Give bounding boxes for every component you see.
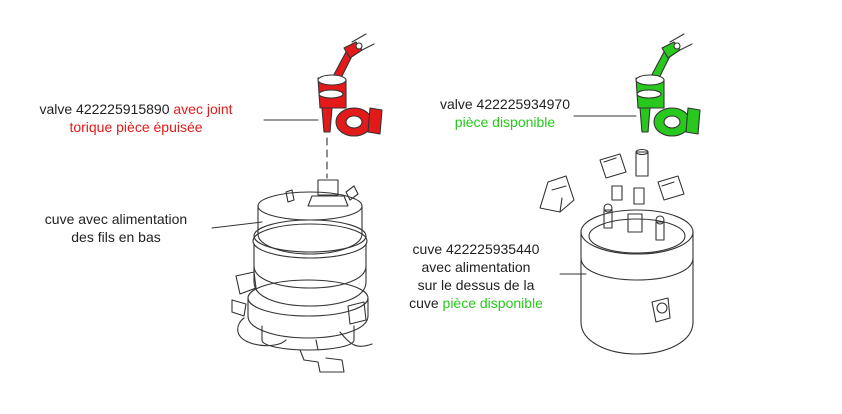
old-tank-label: cuve avec alimentation des fils en bas [28,210,204,246]
new-valve-line1: valve 422225934970 [439,96,570,112]
old-valve-illustration [317,33,383,179]
leader-lines [211,115,637,275]
new-valve-illustration [635,33,701,137]
new-tank-line4-prefix: cuve [409,295,443,311]
new-valve-line2-highlight: pièce disponible [454,114,556,130]
new-valve-label: valve 422225934970 pièce disponible [424,95,586,131]
old-tank-line1: cuve avec alimentation [44,211,188,227]
new-tank-illustration [580,203,694,355]
new-tank-line4-highlight: pièce disponible [442,295,543,311]
old-valve-line1-highlight: avec joint [173,101,233,117]
old-tank-line2: des fils en bas [71,229,161,245]
new-tank-line3: sur le dessus de la [417,277,535,293]
old-valve-label: valve 422225915890 avec joint torique pi… [24,100,248,136]
old-valve-line1-prefix: valve 422225915890 [39,101,174,117]
old-tank-illustration [231,179,373,373]
new-tank-line2: avec alimentation [421,259,531,275]
old-valve-line2-highlight: torique pièce épuisée [69,119,203,135]
new-loose-parts-illustration [539,148,685,213]
new-tank-label: cuve 422225935440 avec alimentation sur … [388,240,564,312]
new-tank-line1: cuve 422225935440 [412,241,540,257]
